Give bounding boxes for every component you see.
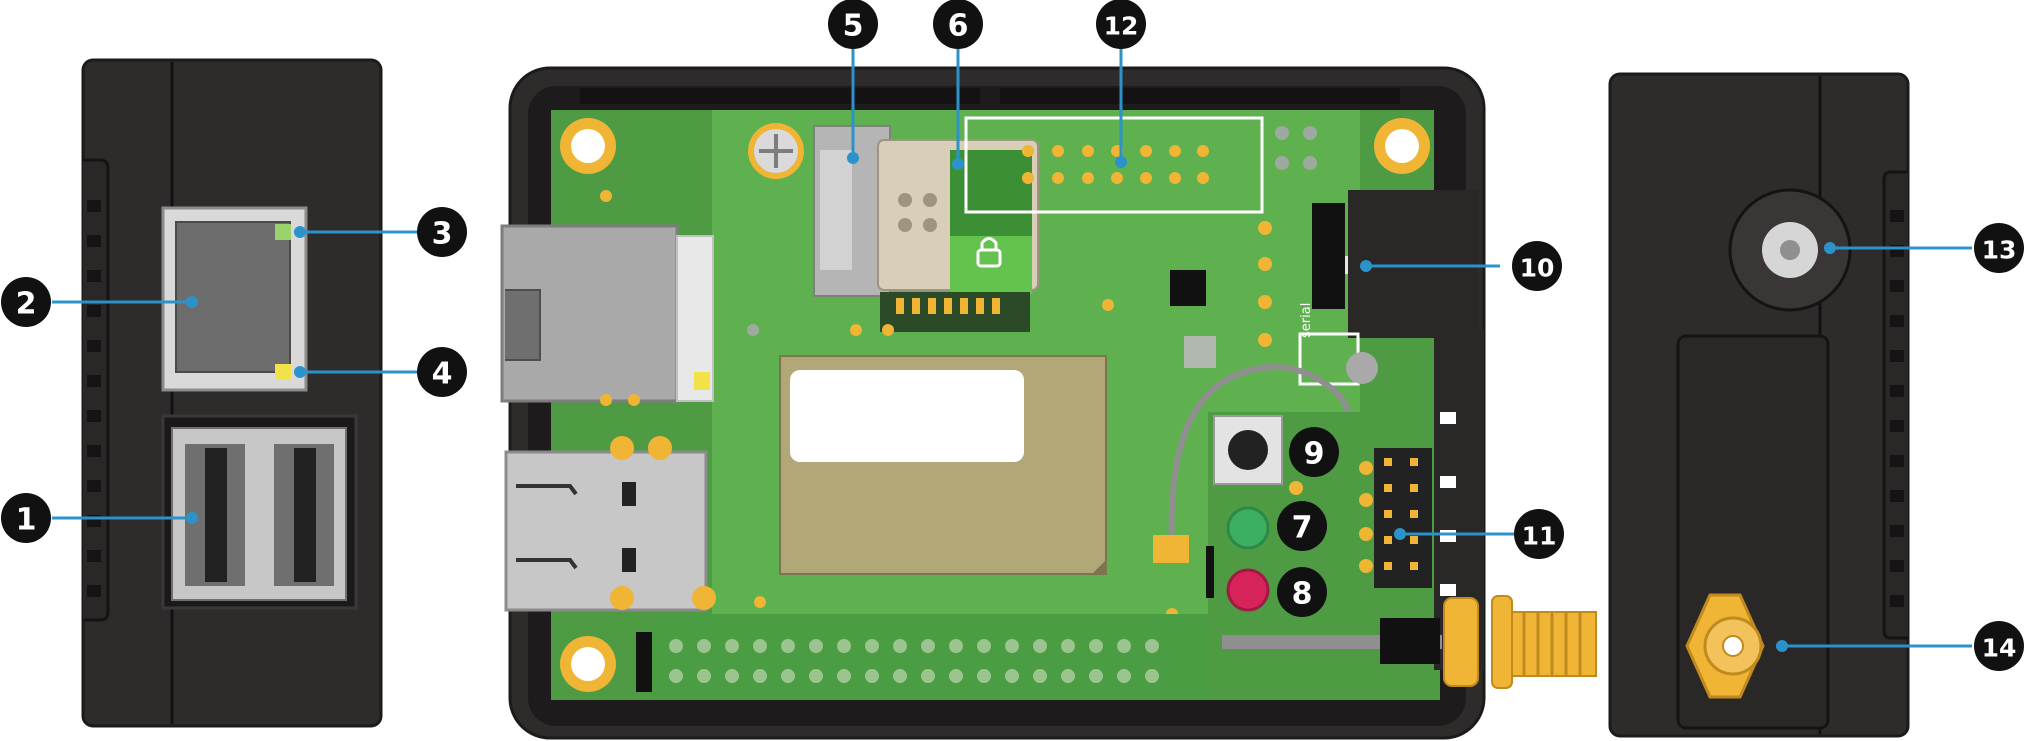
lte-module-label: [790, 370, 1024, 462]
led-red: [1226, 568, 1270, 612]
svg-text:12: 12: [1104, 12, 1139, 41]
svg-text:9: 9: [1304, 437, 1325, 472]
callout-badge-4: 4: [417, 347, 467, 397]
dip-switch: [1312, 203, 1345, 309]
lan-led-yellow: [275, 364, 291, 380]
led-green: [1226, 506, 1270, 550]
sma-thread: [1511, 611, 1597, 677]
usb-connector-side: [504, 450, 708, 612]
callout-badge-9: 9: [1289, 427, 1339, 477]
svg-text:11: 11: [1522, 522, 1557, 551]
callout-badge-6: 6: [933, 0, 983, 49]
left-side-view: [81, 58, 383, 728]
callout-badge-13: 13: [1974, 223, 2024, 273]
svg-text:10: 10: [1520, 254, 1555, 283]
center-top-view: serial: [500, 66, 1597, 740]
callout-badge-10: 10: [1512, 241, 1562, 291]
svg-text:2: 2: [16, 287, 37, 322]
svg-text:1: 1: [16, 503, 37, 538]
usb-port-a-tongue: [205, 448, 227, 582]
callout-badge-8: 8: [1277, 567, 1327, 617]
right-side-view: [1608, 72, 1910, 738]
callout-badge-1: 1: [1, 493, 51, 543]
serial-label: serial: [1299, 303, 1314, 338]
callout-badge-2: 2: [1, 277, 51, 327]
callout-badge-5: 5: [828, 0, 878, 49]
sma-nut-side: [1443, 597, 1479, 687]
callout-anchor-dots: [186, 152, 1836, 652]
callout-badge-7: 7: [1277, 501, 1327, 551]
svg-text:6: 6: [948, 9, 969, 44]
callout-badge-11: 11: [1514, 509, 1564, 559]
pcb-screw-top: [748, 123, 804, 179]
lan-led-green: [275, 224, 291, 240]
svg-text:5: 5: [843, 9, 864, 44]
svg-text:14: 14: [1982, 634, 2017, 663]
svg-text:8: 8: [1292, 577, 1313, 612]
svg-text:13: 13: [1982, 236, 2017, 265]
antenna-ufl-connector: [1153, 535, 1189, 563]
gpio-header-outline: [964, 116, 1264, 214]
callout-badge-14: 14: [1974, 621, 2024, 671]
callout-leaders: [52, 48, 1972, 648]
left-vent-slots: [87, 200, 101, 597]
svg-text:4: 4: [432, 357, 453, 392]
ic-chip: [1170, 270, 1206, 306]
callout-badge-3: 3: [417, 207, 467, 257]
left-case-body: [81, 58, 383, 728]
gpio-header-pins: [1022, 145, 1209, 184]
callout-badge-12: 12: [1096, 0, 1146, 49]
gpio-40pin-header: [652, 614, 1208, 700]
lock-icon: [976, 237, 1002, 268]
svg-text:7: 7: [1292, 511, 1313, 546]
usb-port-b-tongue: [294, 448, 316, 582]
svg-text:3: 3: [432, 217, 453, 252]
pin-header-11: [1374, 448, 1432, 588]
